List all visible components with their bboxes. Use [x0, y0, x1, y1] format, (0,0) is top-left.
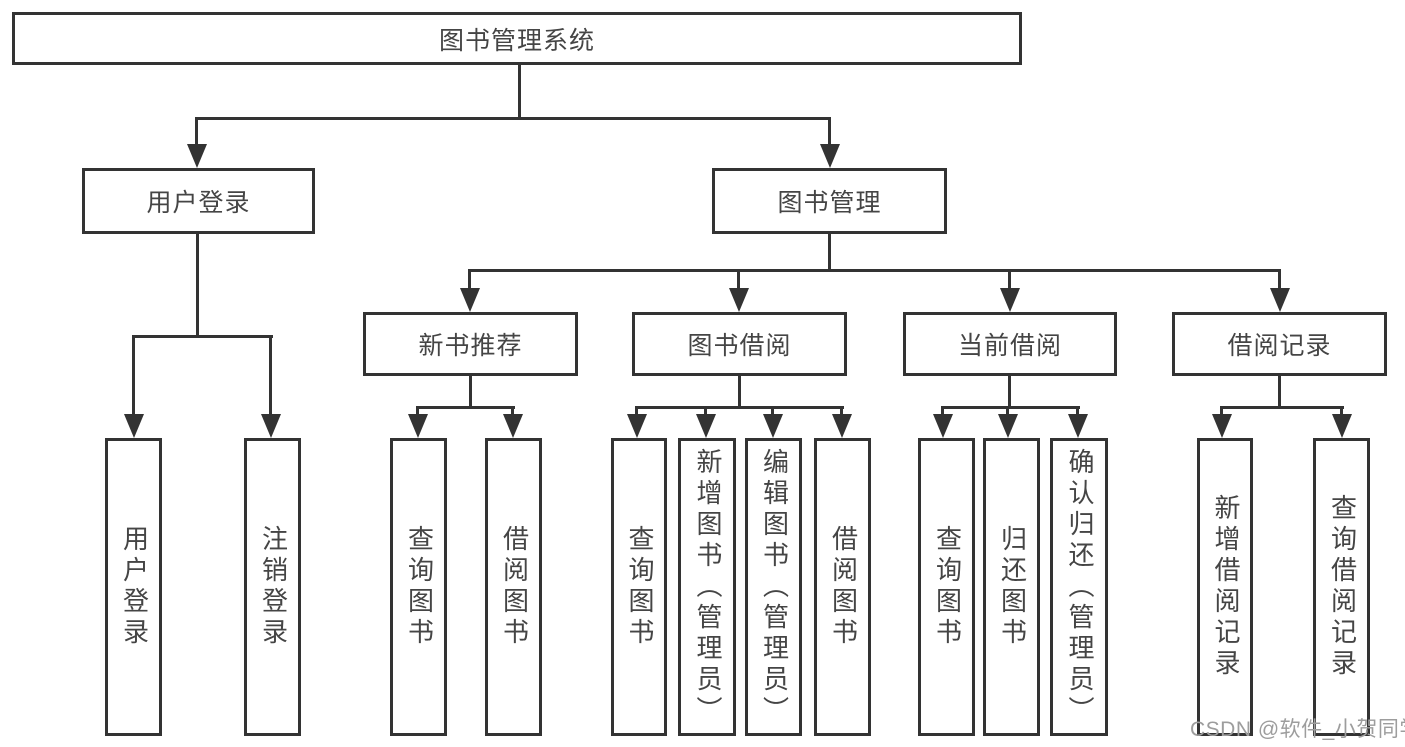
leaf-logout-label: 注销登录	[258, 525, 289, 649]
connector-borrow-records-branch	[1221, 406, 1344, 409]
arrowhead-management-icon	[820, 144, 840, 168]
node-current-borrowing: 当前借阅	[903, 312, 1117, 376]
leaf-cb-confirm-return-admin: 确认归还（管理员）	[1050, 438, 1108, 736]
arrowhead-bb-borrow-icon	[832, 414, 852, 438]
connector-level1-branch	[196, 117, 831, 120]
connector-drop-bb-edit	[771, 406, 774, 416]
leaf-cb-return-books-label: 归还图书	[997, 525, 1028, 649]
connector-book-borrow-branch	[636, 406, 844, 409]
arrowhead-cb-query-icon	[933, 414, 953, 438]
arrowhead-current-borrow-icon	[1000, 288, 1020, 312]
leaf-nb-query-books: 查询图书	[390, 438, 447, 736]
leaf-nb-query-books-label: 查询图书	[404, 525, 435, 649]
connector-drop-bb-query	[635, 406, 638, 416]
arrowhead-nb-borrow-icon	[503, 414, 523, 438]
connector-drop-user-login	[132, 335, 135, 414]
connector-drop-nb-borrow	[511, 406, 514, 416]
node-book-management: 图书管理	[712, 168, 947, 234]
arrowhead-br-add-icon	[1212, 414, 1232, 438]
arrowhead-new-books-icon	[460, 288, 480, 312]
arrowhead-cb-confirm-icon	[1068, 414, 1088, 438]
leaf-bb-add-books-admin: 新增图书（管理员）	[678, 438, 736, 736]
leaf-user-login: 用户登录	[105, 438, 162, 736]
arrowhead-bb-edit-icon	[763, 414, 783, 438]
connector-drop-bb-borrow	[840, 406, 843, 416]
connector-current-borrow-branch	[942, 406, 1080, 409]
connector-drop-management	[828, 117, 831, 146]
leaf-br-query-record-label: 查询借阅记录	[1327, 494, 1358, 680]
connector-management-stem	[828, 234, 831, 271]
arrowhead-nb-query-icon	[408, 414, 428, 438]
leaf-bb-borrow-books-label: 借阅图书	[828, 525, 859, 649]
connector-drop-br-add	[1220, 406, 1223, 416]
node-new-book-recommend-label: 新书推荐	[418, 332, 523, 360]
leaf-bb-query-books-label: 查询图书	[624, 525, 655, 649]
node-borrowing-records: 借阅记录	[1172, 312, 1387, 376]
connector-drop-current-borrow	[1008, 269, 1011, 288]
node-book-borrowing-label: 图书借阅	[687, 332, 792, 360]
connector-drop-cb-return	[1006, 406, 1009, 416]
arrowhead-bb-add-icon	[696, 414, 716, 438]
leaf-bb-borrow-books: 借阅图书	[814, 438, 871, 736]
csdn-watermark: CSDN @软件_小贺同学	[1190, 718, 1405, 741]
node-book-management-label: 图书管理	[777, 189, 882, 217]
connector-current-borrow-stem	[1008, 376, 1011, 408]
connector-management-branch	[469, 269, 1281, 272]
node-root: 图书管理系统	[12, 12, 1022, 65]
arrowhead-br-query-icon	[1332, 414, 1352, 438]
node-current-borrowing-label: 当前借阅	[957, 332, 1062, 360]
connector-drop-bb-add	[704, 406, 707, 416]
leaf-logout: 注销登录	[244, 438, 301, 736]
node-root-label: 图书管理系统	[438, 26, 595, 55]
leaf-cb-return-books: 归还图书	[983, 438, 1040, 736]
connector-login-stem	[196, 234, 199, 336]
connector-drop-cb-confirm	[1076, 406, 1079, 416]
arrowhead-login-icon	[187, 144, 207, 168]
arrowhead-bb-query-icon	[627, 414, 647, 438]
arrowhead-user-login-icon	[124, 414, 144, 438]
connector-borrow-records-stem	[1278, 376, 1281, 408]
leaf-bb-add-books-admin-label: 新增图书（管理员）	[692, 447, 723, 727]
node-borrowing-records-label: 借阅记录	[1227, 332, 1332, 360]
connector-drop-cb-query	[941, 406, 944, 416]
node-user-login-module-label: 用户登录	[146, 189, 251, 217]
leaf-nb-borrow-books-label: 借阅图书	[499, 525, 530, 649]
leaf-user-login-label: 用户登录	[119, 525, 150, 649]
leaf-br-query-record: 查询借阅记录	[1313, 438, 1370, 736]
leaf-cb-confirm-return-admin-label: 确认归还（管理员）	[1064, 447, 1095, 727]
leaf-bb-edit-books-admin-label: 编辑图书（管理员）	[759, 447, 790, 727]
node-book-borrowing: 图书借阅	[632, 312, 847, 376]
leaf-br-add-record: 新增借阅记录	[1197, 438, 1253, 736]
arrowhead-cb-return-icon	[998, 414, 1018, 438]
connector-root-stem	[518, 65, 521, 118]
leaf-br-add-record-label: 新增借阅记录	[1210, 494, 1241, 680]
connector-new-books-branch	[417, 406, 515, 409]
leaf-cb-query-books-label: 查询图书	[932, 525, 963, 649]
connector-drop-nb-query	[416, 406, 419, 416]
node-new-book-recommend: 新书推荐	[363, 312, 578, 376]
connector-new-books-stem	[469, 376, 472, 408]
connector-drop-borrow-records	[1278, 269, 1281, 288]
leaf-bb-query-books: 查询图书	[611, 438, 667, 736]
connector-drop-logout	[269, 335, 272, 414]
arrowhead-book-borrow-icon	[729, 288, 749, 312]
connector-drop-new-books	[468, 269, 471, 288]
arrowhead-borrow-records-icon	[1270, 288, 1290, 312]
connector-drop-br-query	[1340, 406, 1343, 416]
arrowhead-logout-icon	[261, 414, 281, 438]
connector-login-branch	[133, 335, 273, 338]
connector-drop-book-borrow	[737, 269, 740, 288]
connector-drop-login	[195, 117, 198, 146]
connector-book-borrow-stem	[738, 376, 741, 408]
leaf-cb-query-books: 查询图书	[918, 438, 975, 736]
leaf-nb-borrow-books: 借阅图书	[485, 438, 542, 736]
leaf-bb-edit-books-admin: 编辑图书（管理员）	[745, 438, 802, 736]
node-user-login-module: 用户登录	[82, 168, 315, 234]
